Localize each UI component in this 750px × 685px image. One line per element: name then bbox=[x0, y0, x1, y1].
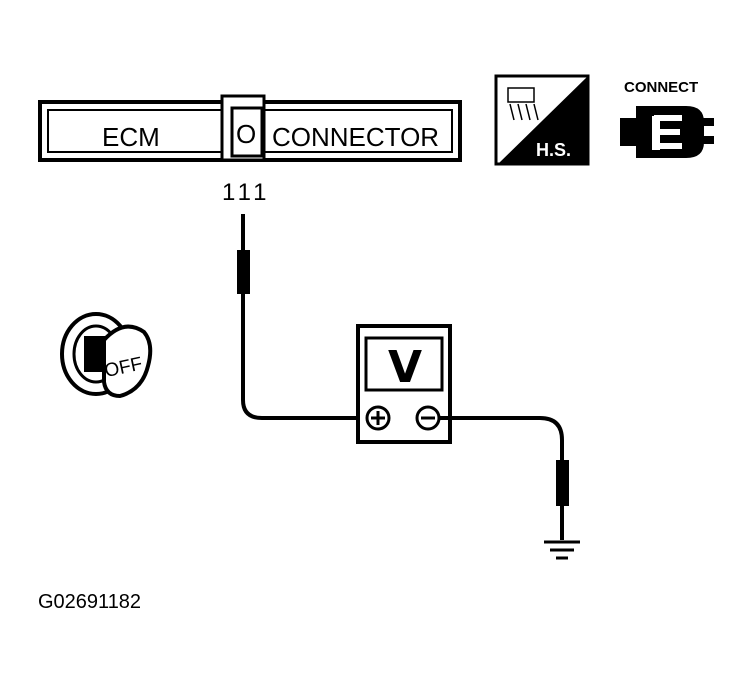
connector-center-symbol: O bbox=[236, 119, 256, 149]
connect-label: CONNECT bbox=[624, 79, 698, 96]
negative-lead bbox=[439, 416, 569, 540]
positive-lead bbox=[237, 214, 362, 420]
voltmeter-icon: V bbox=[356, 324, 452, 444]
pin-number: 111 bbox=[222, 179, 270, 206]
connector-plug-icon: CONNECT bbox=[620, 79, 714, 158]
ecm-connector: ECM O CONNECTOR bbox=[38, 94, 462, 162]
harness-side-icon: H.S. bbox=[494, 74, 590, 166]
connector-right-label: CONNECTOR bbox=[272, 122, 439, 152]
figure-code: G02691182 bbox=[38, 591, 141, 613]
connector-left-label: ECM bbox=[102, 122, 160, 152]
harness-side-label: H.S. bbox=[536, 140, 571, 160]
voltmeter-display: V bbox=[388, 342, 422, 393]
ignition-key-icon: OFF bbox=[60, 312, 153, 399]
ground-icon bbox=[544, 540, 580, 560]
